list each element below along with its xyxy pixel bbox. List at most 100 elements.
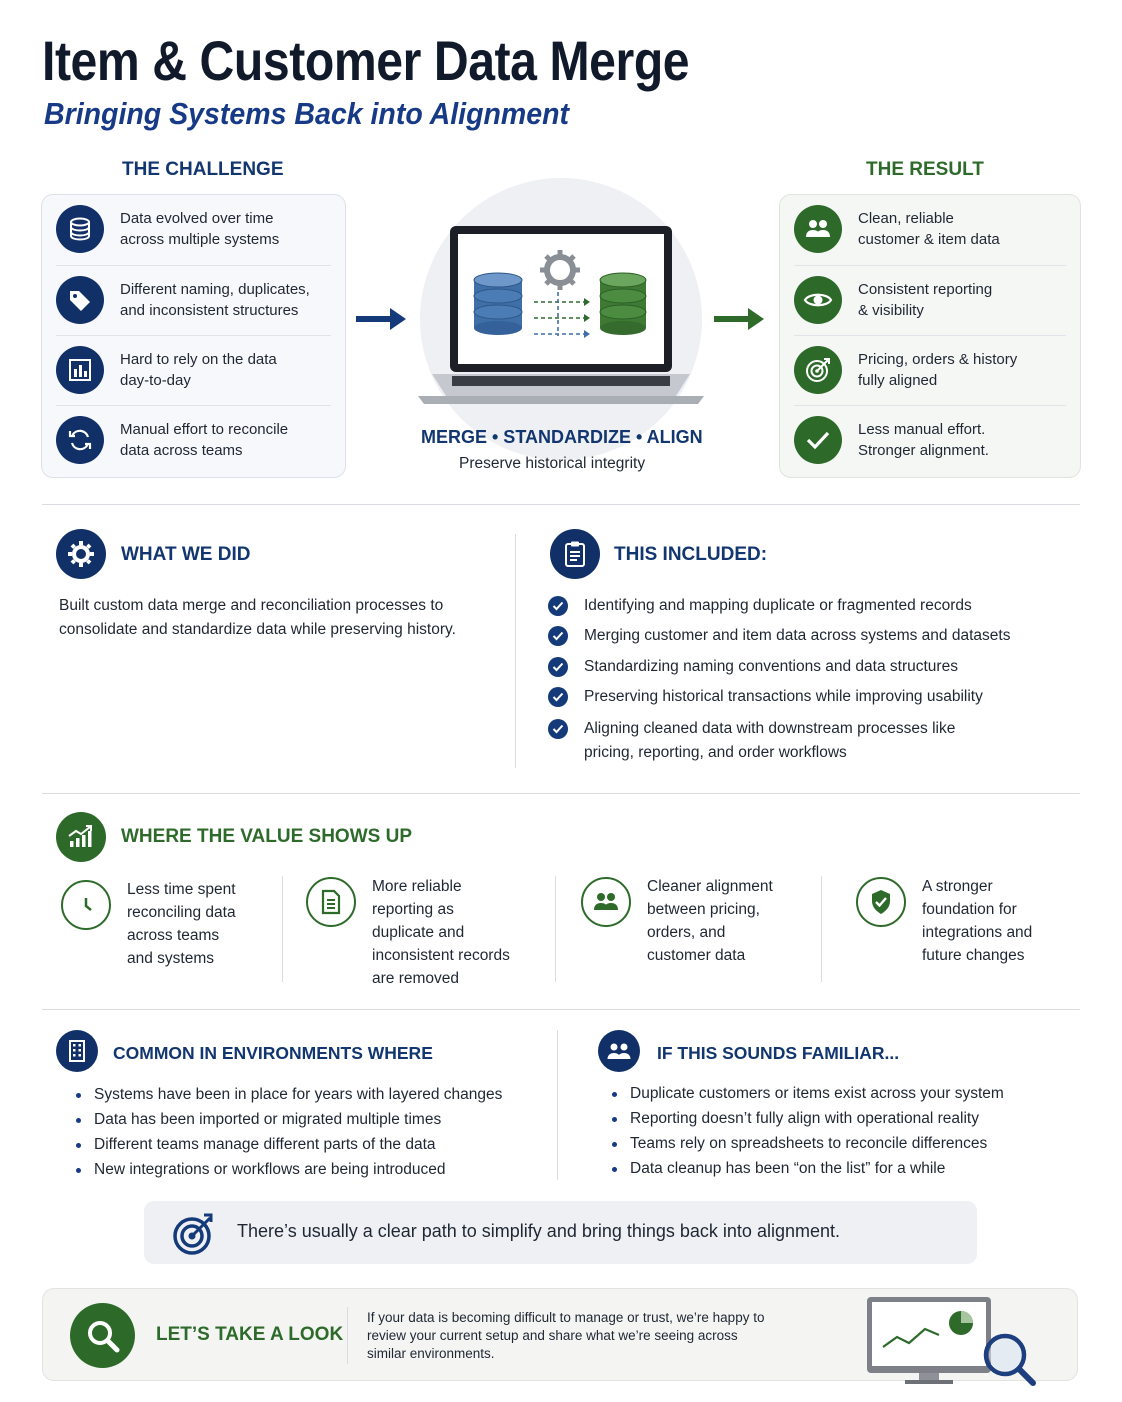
challenge-text: Hard to rely on the data <box>120 350 277 368</box>
list-item: Duplicate customers or items exist acros… <box>610 1081 1004 1106</box>
section-divider <box>42 1009 1080 1010</box>
page-title: Item & Customer Data Merge <box>42 29 690 92</box>
cta-divider <box>347 1307 348 1364</box>
arrow-right-icon <box>714 308 764 330</box>
building-icon <box>56 1030 98 1072</box>
value-text: reporting as <box>372 901 454 918</box>
search-icon[interactable] <box>70 1303 135 1368</box>
what-we-did-heading: WHAT WE DID <box>121 544 251 565</box>
value-text: integrations and <box>922 924 1033 941</box>
users-icon <box>794 205 842 253</box>
eye-icon <box>794 275 842 324</box>
value-text: across teams <box>127 927 220 944</box>
column-divider <box>515 534 516 768</box>
cta-panel: LET’S TAKE A LOOK If your data is becomi… <box>42 1288 1078 1386</box>
result-item: Consistent reporting & visibility <box>794 265 1066 333</box>
column-divider <box>557 1030 558 1180</box>
cta-heading[interactable]: LET’S TAKE A LOOK <box>156 1324 344 1345</box>
value-text: future changes <box>922 947 1025 964</box>
list-item: Systems have been in place for years wit… <box>74 1082 502 1107</box>
monitor-analytics-icon <box>867 1297 1036 1386</box>
challenge-text: and inconsistent structures <box>120 301 299 319</box>
bar-chart-icon <box>56 345 104 394</box>
environments-list: Systems have been in place for years wit… <box>74 1082 502 1182</box>
cta-line: If your data is becoming difficult to ma… <box>367 1310 765 1325</box>
result-text: Consistent reporting <box>858 280 993 298</box>
list-item: Different teams manage different parts o… <box>74 1132 502 1157</box>
result-heading: THE RESULT <box>866 159 984 180</box>
column-divider <box>555 876 556 982</box>
challenge-item: Different naming, duplicates,and inconsi… <box>56 265 331 333</box>
check-icon <box>548 657 568 677</box>
banner-text: There’s usually a clear path to simplify… <box>237 1221 840 1241</box>
value-text: and systems <box>127 950 215 967</box>
value-text: duplicate and <box>372 924 465 941</box>
column-divider <box>821 876 822 982</box>
check-icon <box>548 687 568 707</box>
check-icon <box>548 719 568 739</box>
value-text: inconsistent records <box>372 947 510 964</box>
included-item: Standardizing naming conventions and dat… <box>548 655 958 679</box>
result-text: Pricing, orders & history <box>858 350 1018 368</box>
database-icon <box>56 205 104 253</box>
result-text: & visibility <box>858 301 924 319</box>
list-item: Teams rely on spreadsheets to reconcile … <box>610 1131 1004 1156</box>
growth-chart-icon <box>56 812 106 862</box>
included-text: Identifying and mapping duplicate or fra… <box>584 597 972 614</box>
included-heading: THIS INCLUDED: <box>614 544 768 565</box>
list-item: Reporting doesn’t fully align with opera… <box>610 1106 1004 1131</box>
list-item: New integrations or workflows are being … <box>74 1157 502 1182</box>
column-divider <box>282 876 283 982</box>
value-text: orders, and <box>647 924 726 941</box>
challenge-text: Data evolved over time <box>120 210 274 227</box>
result-item: Pricing, orders & history fully aligned <box>794 335 1066 403</box>
clock-icon <box>61 880 111 930</box>
result-text: fully aligned <box>858 371 938 389</box>
value-heading: WHERE THE VALUE SHOWS UP <box>121 826 412 847</box>
included-item: Merging customer and item data across sy… <box>548 624 1010 648</box>
arrow-right-icon <box>356 308 406 330</box>
included-text: pricing, reporting, and order workflows <box>584 744 847 761</box>
check-icon <box>548 596 568 616</box>
value-item: Cleaner alignment between pricing, order… <box>581 877 773 967</box>
value-text: Less time spent <box>127 881 236 898</box>
included-text: Preserving historical transactions while… <box>584 688 983 705</box>
cta-line: review your current setup and share what… <box>367 1328 738 1343</box>
result-text: Stronger alignment. <box>858 441 989 459</box>
included-item: Preserving historical transactions while… <box>548 685 983 709</box>
list-item: Data cleanup has been “on the list” for … <box>610 1156 1004 1181</box>
result-text: Less manual effort. <box>858 420 986 438</box>
included-item: Identifying and mapping duplicate or fra… <box>548 594 972 618</box>
included-text: Aligning cleaned data with downstream pr… <box>584 720 956 737</box>
laptop-icon <box>418 226 704 404</box>
check-icon <box>548 626 568 646</box>
included-item: Aligning cleaned data with downstream pr… <box>548 717 955 765</box>
challenge-heading: THE CHALLENGE <box>122 159 284 180</box>
environments-heading: COMMON IN ENVIRONMENTS WHERE <box>113 1043 433 1063</box>
list-item: Data has been imported or migrated multi… <box>74 1107 502 1132</box>
value-text: between pricing, <box>647 901 760 918</box>
value-text: are removed <box>372 970 460 987</box>
center-tagline: MERGE • STANDARDIZE • ALIGN <box>421 427 703 447</box>
value-text: foundation for <box>922 901 1017 918</box>
included-text: Standardizing naming conventions and dat… <box>584 658 958 675</box>
result-item: Less manual effort. Stronger alignment. <box>794 405 1066 473</box>
section-divider <box>42 504 1080 505</box>
value-text: Cleaner alignment <box>647 878 773 895</box>
value-text: reconciling data <box>127 904 236 921</box>
section-divider <box>42 793 1080 794</box>
challenge-text: Manual effort to reconcile <box>120 420 289 438</box>
target-icon <box>172 1212 216 1260</box>
value-text: More reliable <box>372 878 462 895</box>
what-we-did-line: consolidate and standardize data while p… <box>59 621 456 638</box>
included-text: Merging customer and item data across sy… <box>584 627 1011 644</box>
group-icon <box>598 1030 640 1072</box>
center-caption: Preserve historical integrity <box>459 455 646 472</box>
familiar-list: Duplicate customers or items exist acros… <box>610 1081 1004 1181</box>
document-icon <box>306 877 356 927</box>
